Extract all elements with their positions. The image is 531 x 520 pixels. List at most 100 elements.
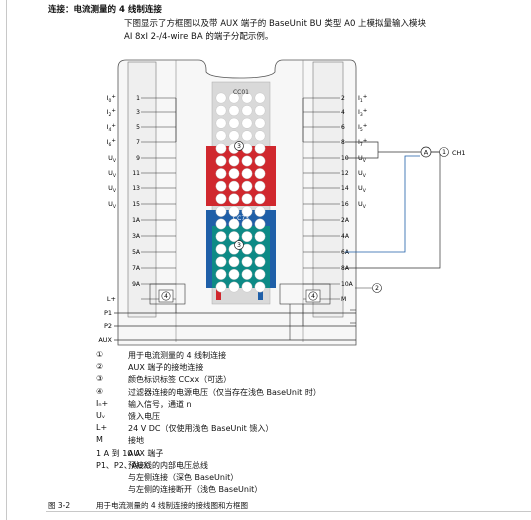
figure-title: 用于电流测量的 4 线制连接的接线图和方框图 (96, 501, 249, 510)
intro-line-1: 下图显示了方框图以及带 AUX 端子的 BaseUnit BU 类型 A0 上模… (124, 19, 427, 29)
legend-key: M (96, 435, 103, 445)
callout-3-circle (234, 240, 244, 250)
legend-key: Uᵥ (96, 411, 106, 420)
terminal-hole (228, 281, 240, 293)
left-signal-label: L+ (107, 295, 116, 303)
legend-key: ② (96, 362, 104, 372)
right-terminal-number: 2 (341, 95, 345, 102)
terminal-hole (215, 268, 227, 280)
terminal-hole (254, 105, 266, 117)
terminal-hole (241, 243, 253, 255)
intro-text: 下图显示了方框图以及带 AUX 端子的 BaseUnit BU 类型 A0 上模… (124, 18, 444, 44)
right-terminal-number: M (341, 296, 346, 303)
terminal-hole (241, 168, 253, 180)
terminal-hole (254, 268, 266, 280)
right-terminal-number: 6 (341, 124, 345, 131)
filter-box (149, 283, 186, 305)
legend-key: 1 A 到 10 A (96, 448, 141, 458)
terminal-hole (228, 117, 240, 129)
terminal-hole (254, 256, 266, 268)
legend-value: 输入信号，通道 n (128, 399, 192, 409)
legend-value: 与左侧连接（深色 BaseUnit） (128, 473, 239, 482)
terminal-hole (241, 268, 253, 280)
right-signal-label: UV (358, 169, 367, 179)
left-terminal-number: 13 (132, 185, 140, 192)
section-heading: 连接：电流测量的 4 线制连接 (48, 5, 162, 15)
figure-number: 图 3-2 (48, 501, 71, 510)
terminal-hole (254, 142, 266, 154)
right-terminal-number: 4 (341, 109, 345, 116)
right-terminal-number: 10 (341, 155, 349, 162)
terminal-hole (215, 142, 227, 154)
terminal-hole (228, 168, 240, 180)
terminal-hole (241, 205, 253, 217)
right-terminal-panel (312, 61, 344, 318)
left-terminal-number: 3 (136, 109, 140, 116)
left-signal-label: I2+ (107, 108, 117, 118)
right-terminal-number: 12 (341, 170, 349, 177)
terminal-hole (241, 281, 253, 293)
terminal-hole (215, 180, 227, 192)
bottom-stub-red (216, 288, 221, 300)
terminal-hole (228, 231, 240, 243)
right-terminal-number: 8 (341, 139, 345, 146)
left-signal-label: UV (108, 184, 117, 194)
left-terminal-number: 11 (132, 170, 140, 177)
bus-label: AUX (98, 336, 112, 344)
right-terminal-number: 2A (341, 217, 350, 224)
terminal-hole (215, 155, 227, 167)
channel-label: CH1 (452, 149, 466, 157)
legend-value: 接地 (128, 436, 144, 446)
terminal-hole (215, 256, 227, 268)
ext-wire-blue (345, 155, 420, 253)
terminal-hole (254, 205, 266, 217)
cc-label-top: CC01 (233, 89, 249, 96)
right-signal-label: I5+ (358, 123, 368, 133)
terminal-hole (241, 117, 253, 129)
callout-2-text: 2 (375, 285, 379, 292)
left-terminal-number: 1 (136, 95, 140, 102)
right-signal-label: I1+ (358, 94, 368, 104)
legend-value: 与左侧的连接断开（浅色 BaseUnit） (128, 485, 263, 495)
terminal-hole (254, 168, 266, 180)
terminal-hole (215, 92, 227, 104)
intro-line-2: AI 8xI 2-/4-wire BA 的端子分配示例。 (124, 32, 274, 42)
figure-caption: 图 3-2 用于电流测量的 4 线制连接的接线图和方框图 (48, 500, 248, 511)
terminal-hole (254, 193, 266, 205)
legend-value: AUX 端子 (128, 448, 164, 458)
right-signal-label: I3+ (358, 108, 368, 118)
right-terminal-number: 14 (341, 185, 349, 192)
left-terminal-number: 9 (136, 155, 140, 162)
left-terminal-panel (127, 61, 157, 318)
callout-3-circle (234, 141, 244, 151)
left-terminal-number: 5A (132, 249, 141, 256)
filter-box (279, 283, 331, 305)
right-terminal-number: 4A (341, 233, 350, 240)
terminal-hole (228, 130, 240, 142)
terminal-hole (215, 105, 227, 117)
terminal-hole (254, 130, 266, 142)
cc-label-bottom: CC73 (233, 215, 249, 222)
right-terminal-number: 8A (341, 265, 350, 272)
left-terminal-number: 1A (132, 217, 141, 224)
left-terminal-number: 15 (132, 201, 140, 208)
left-signal-label: UV (108, 200, 117, 210)
terminal-hole (215, 205, 227, 217)
terminal-hole (241, 218, 253, 230)
legend-key: Iₙ+ (96, 398, 109, 408)
terminal-hole (215, 243, 227, 255)
terminal-hole (228, 193, 240, 205)
terminal-hole (254, 92, 266, 104)
bus-label: P2 (104, 322, 112, 330)
callout-3-text: 3 (237, 143, 241, 150)
terminal-hole (228, 180, 240, 192)
terminal-hole (241, 155, 253, 167)
terminal-hole (215, 193, 227, 205)
right-signal-label: I7+ (358, 138, 368, 148)
legend-value: 馈入电压 (128, 412, 160, 421)
terminal-hole (228, 105, 240, 117)
left-signal-label: UV (108, 169, 117, 179)
left-signal-label: I6+ (107, 138, 117, 148)
legend-key: P1、P2、AUX (96, 460, 149, 470)
right-terminal-number: 16 (341, 201, 349, 208)
